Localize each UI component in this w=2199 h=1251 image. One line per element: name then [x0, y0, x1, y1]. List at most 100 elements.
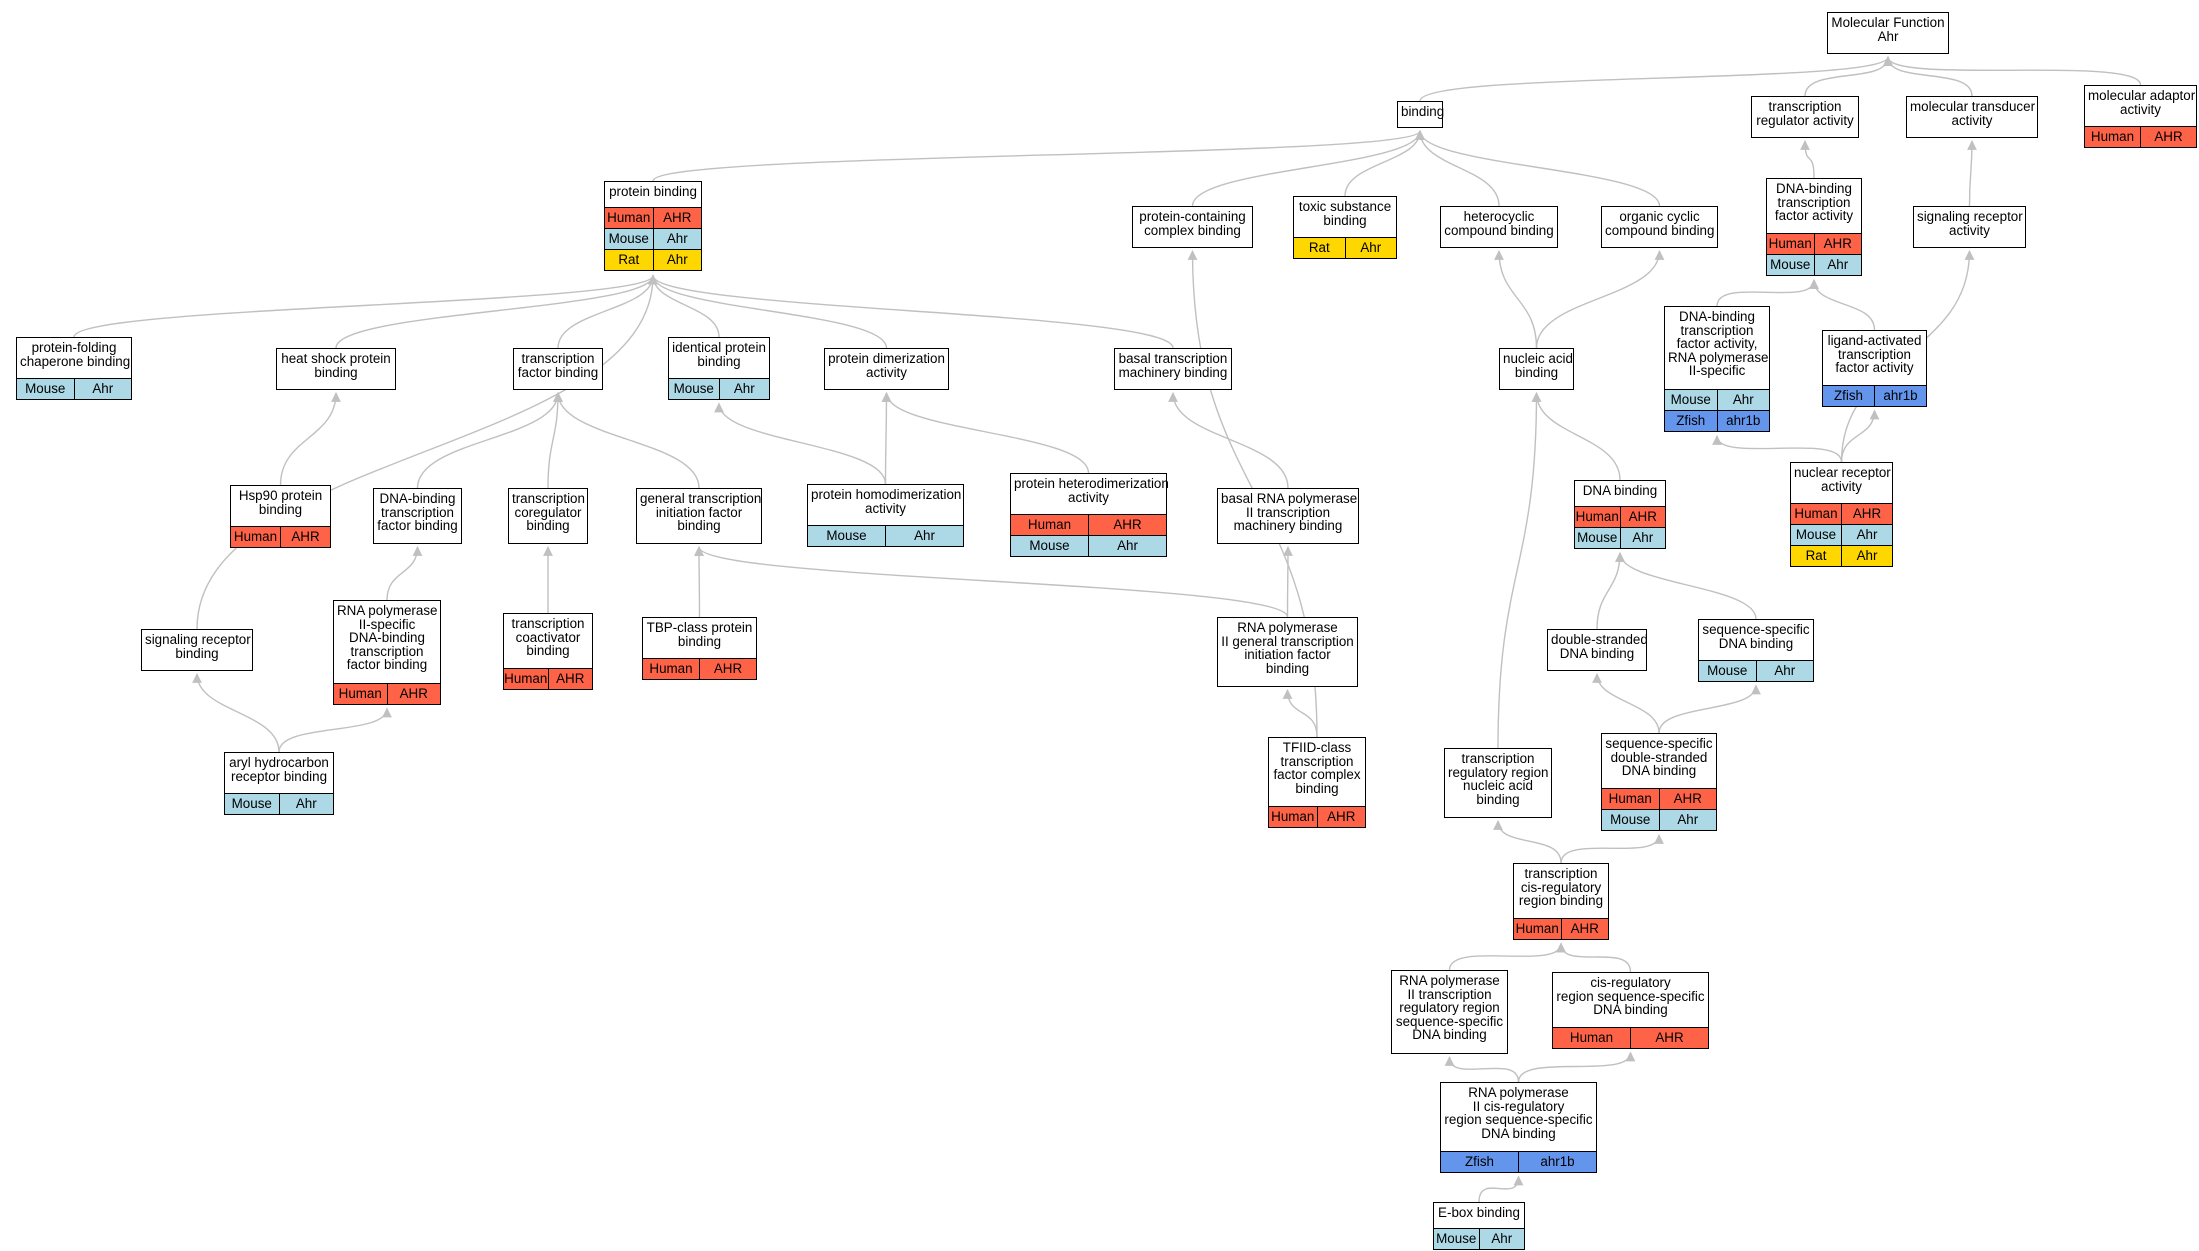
is-a-edge: [279, 392, 341, 486]
go-term-label: transcription coactivator binding: [511, 616, 585, 659]
go-term-node[interactable]: RNA polymerase II-specific DNA-binding t…: [333, 600, 441, 705]
go-term-node[interactable]: double-stranded DNA binding: [1547, 629, 1648, 671]
gene-symbol: AHR: [652, 208, 702, 228]
gene-symbol: Ahr: [73, 379, 132, 399]
is-a-edge: [1967, 140, 1977, 207]
species-label: Zfish: [1833, 388, 1864, 403]
go-term-node[interactable]: transcription regulator activity: [1751, 96, 1859, 138]
go-term-node[interactable]: heterocyclic compound binding: [1440, 206, 1558, 248]
is-a-edge: [1282, 689, 1318, 738]
go-term-label: transcription coregulator binding: [512, 491, 585, 534]
go-term-node[interactable]: heat shock protein binding: [276, 348, 396, 390]
go-term-node[interactable]: binding: [1397, 101, 1444, 128]
go-term-label: cis-regulatory region sequence-specific …: [1556, 975, 1705, 1018]
gene-symbol: Ahr: [1344, 238, 1397, 258]
gene-symbol: Ahr: [652, 250, 702, 270]
is-a-edge: [278, 707, 392, 753]
species-label: Human: [1027, 517, 1072, 532]
go-term-node[interactable]: ligand-activated transcription factor ac…: [1822, 330, 1927, 407]
go-term-node[interactable]: general transcription initiation factor …: [636, 488, 762, 544]
species-label: Mouse: [826, 528, 867, 543]
go-term-label: protein dimerization activity: [828, 351, 945, 380]
go-term-node[interactable]: transcription coregulator binding: [508, 488, 588, 544]
go-term-label: protein homodimerization activity: [811, 487, 962, 516]
go-term-node[interactable]: Molecular Function Ahr: [1827, 12, 1949, 54]
species-label: Human: [1794, 506, 1838, 521]
species-label: Mouse: [231, 796, 272, 811]
gene-symbol: Ahr: [1658, 810, 1717, 830]
go-term-node[interactable]: RNA polymerase II cis-regulatory region …: [1440, 1082, 1597, 1173]
go-term-node[interactable]: molecular transducer activity: [1906, 96, 2038, 138]
gene-symbol: Ahr: [1813, 255, 1862, 275]
is-a-edge: [1531, 392, 1621, 481]
is-a-edge: [1497, 392, 1542, 749]
go-term-node[interactable]: signaling receptor binding: [141, 629, 253, 671]
is-a-edge: [1493, 820, 1562, 864]
go-term-label: RNA polymerase II transcription regulato…: [1395, 973, 1504, 1043]
is-a-edge: [881, 392, 892, 485]
go-term-node[interactable]: basal transcription machinery binding: [1114, 348, 1232, 390]
go-term-node[interactable]: transcription regulatory region nucleic …: [1444, 748, 1552, 818]
gene-symbol: Ahr: [1716, 390, 1770, 410]
is-a-edge: [1596, 552, 1625, 630]
go-term-node[interactable]: protein-containing complex binding: [1132, 206, 1253, 248]
go-term-node[interactable]: nucleic acid binding: [1499, 348, 1574, 390]
go-term-label: signaling receptor activity: [1917, 209, 2023, 238]
species-label: Human: [1515, 921, 1559, 936]
go-term-label: Hsp90 protein binding: [238, 488, 323, 517]
go-term-node[interactable]: DNA-binding transcription factor activit…: [1766, 178, 1862, 276]
species-label: Mouse: [1795, 527, 1837, 542]
is-a-edge: [196, 274, 658, 630]
go-term-label: sequence-specific double-stranded DNA bi…: [1605, 736, 1713, 779]
go-term-label: identical protein binding: [672, 340, 766, 369]
species-label: Human: [1768, 236, 1812, 251]
go-term-label: heat shock protein binding: [281, 351, 391, 380]
is-a-edge: [557, 274, 658, 349]
go-term-node[interactable]: RNA polymerase II transcription regulato…: [1391, 970, 1508, 1054]
go-term-node[interactable]: organic cyclic compound binding: [1601, 206, 1718, 248]
go-term-node[interactable]: TFIID-class transcription factor complex…: [1268, 737, 1366, 828]
go-term-node[interactable]: DNA-binding transcription factor binding: [373, 488, 462, 544]
go-term-label: RNA polymerase II general transcription …: [1221, 620, 1354, 676]
go-term-label: nuclear receptor activity: [1794, 465, 1891, 494]
go-term-node[interactable]: transcription cis-regulatory region bind…: [1513, 863, 1609, 940]
is-a-edge: [1415, 130, 1661, 207]
gene-symbol: AHR: [699, 659, 756, 679]
go-term-node[interactable]: basal RNA polymerase II transcription ma…: [1217, 488, 1359, 544]
go-term-node[interactable]: cis-regulatory region sequence-specific …: [1552, 972, 1709, 1049]
go-term-node[interactable]: DNA-binding transcription factor activit…: [1664, 306, 1770, 432]
is-a-edge: [1615, 552, 1757, 620]
go-term-node[interactable]: sequence-specific double-stranded DNA bi…: [1601, 733, 1717, 831]
go-term-node[interactable]: transcription factor binding: [513, 348, 603, 390]
go-term-node[interactable]: protein dimerization activity: [824, 348, 949, 390]
go-term-node[interactable]: signaling receptor activity: [1913, 206, 2026, 248]
go-term-node[interactable]: RNA polymerase II general transcription …: [1217, 617, 1358, 687]
species-label: Mouse: [1577, 530, 1618, 545]
